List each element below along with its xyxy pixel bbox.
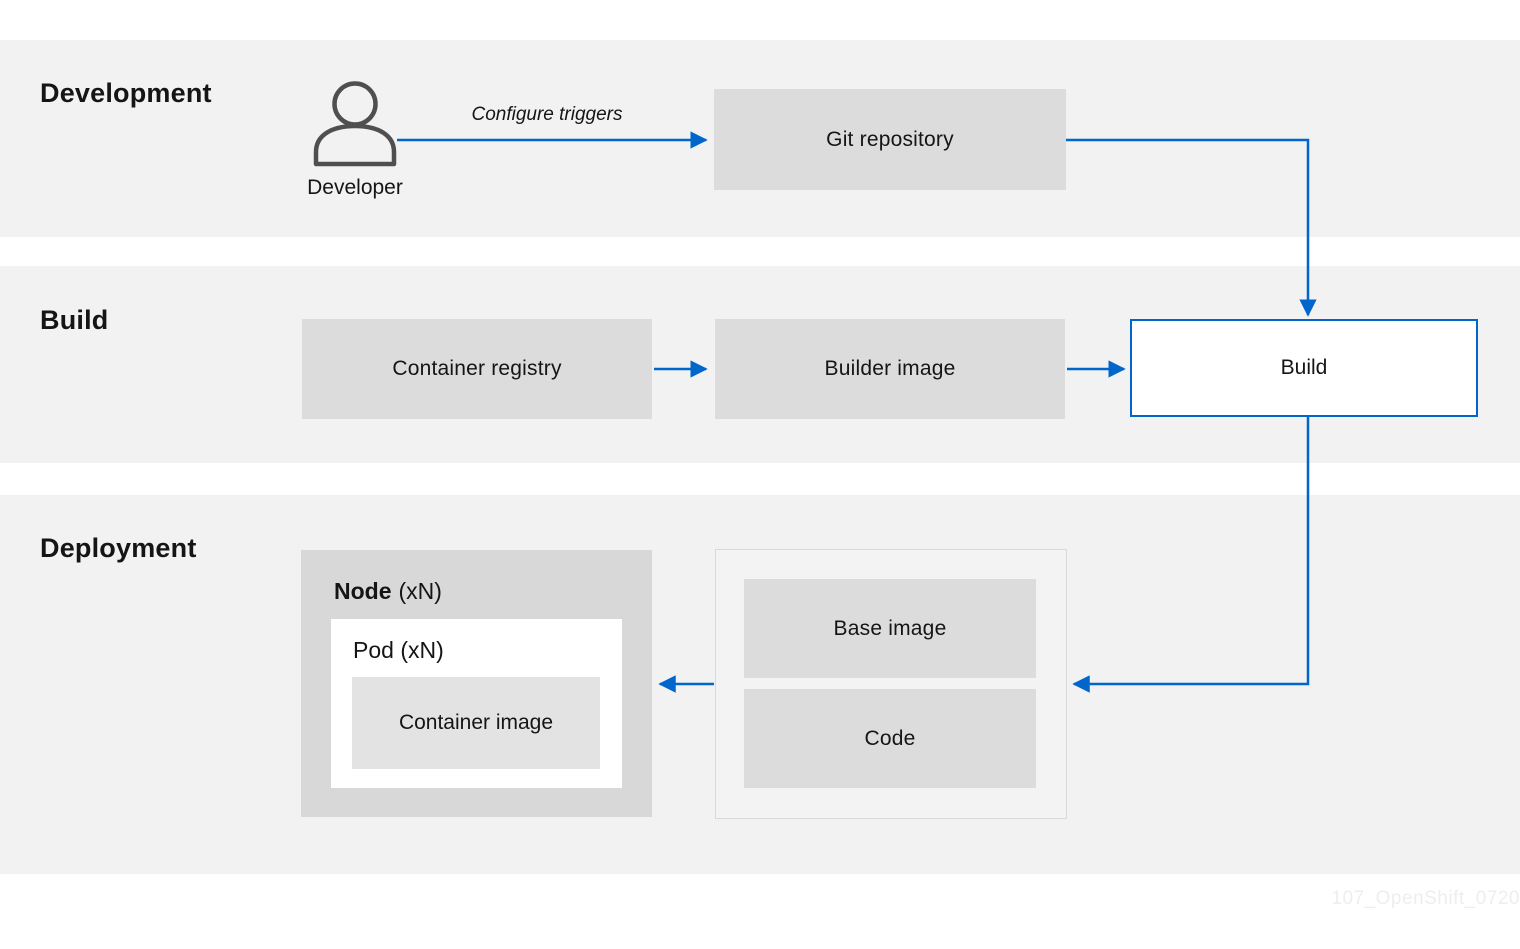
- node-name: Node: [334, 578, 392, 604]
- developer-label: Developer: [307, 176, 403, 199]
- container-registry-box: Container registry: [302, 319, 652, 419]
- node-label: Node(xN): [334, 578, 442, 605]
- developer-person-icon: [313, 81, 397, 167]
- development-band-label: Development: [40, 78, 212, 108]
- build-box: Build: [1130, 319, 1478, 417]
- deployment-band-label: Deployment: [40, 533, 197, 563]
- build-band-label: Build: [40, 305, 109, 335]
- pod-label: Pod (xN): [353, 637, 444, 663]
- git-repository-box: Git repository: [714, 89, 1066, 190]
- container-image-box: Container image: [352, 677, 600, 769]
- node-multiplier: (xN): [398, 578, 442, 604]
- base-image-box: Base image: [744, 579, 1036, 678]
- watermark: 107_OpenShift_0720: [1331, 888, 1520, 909]
- configure-triggers-label: Configure triggers: [471, 104, 623, 125]
- code-box: Code: [744, 689, 1036, 788]
- builder-image-box: Builder image: [715, 319, 1065, 419]
